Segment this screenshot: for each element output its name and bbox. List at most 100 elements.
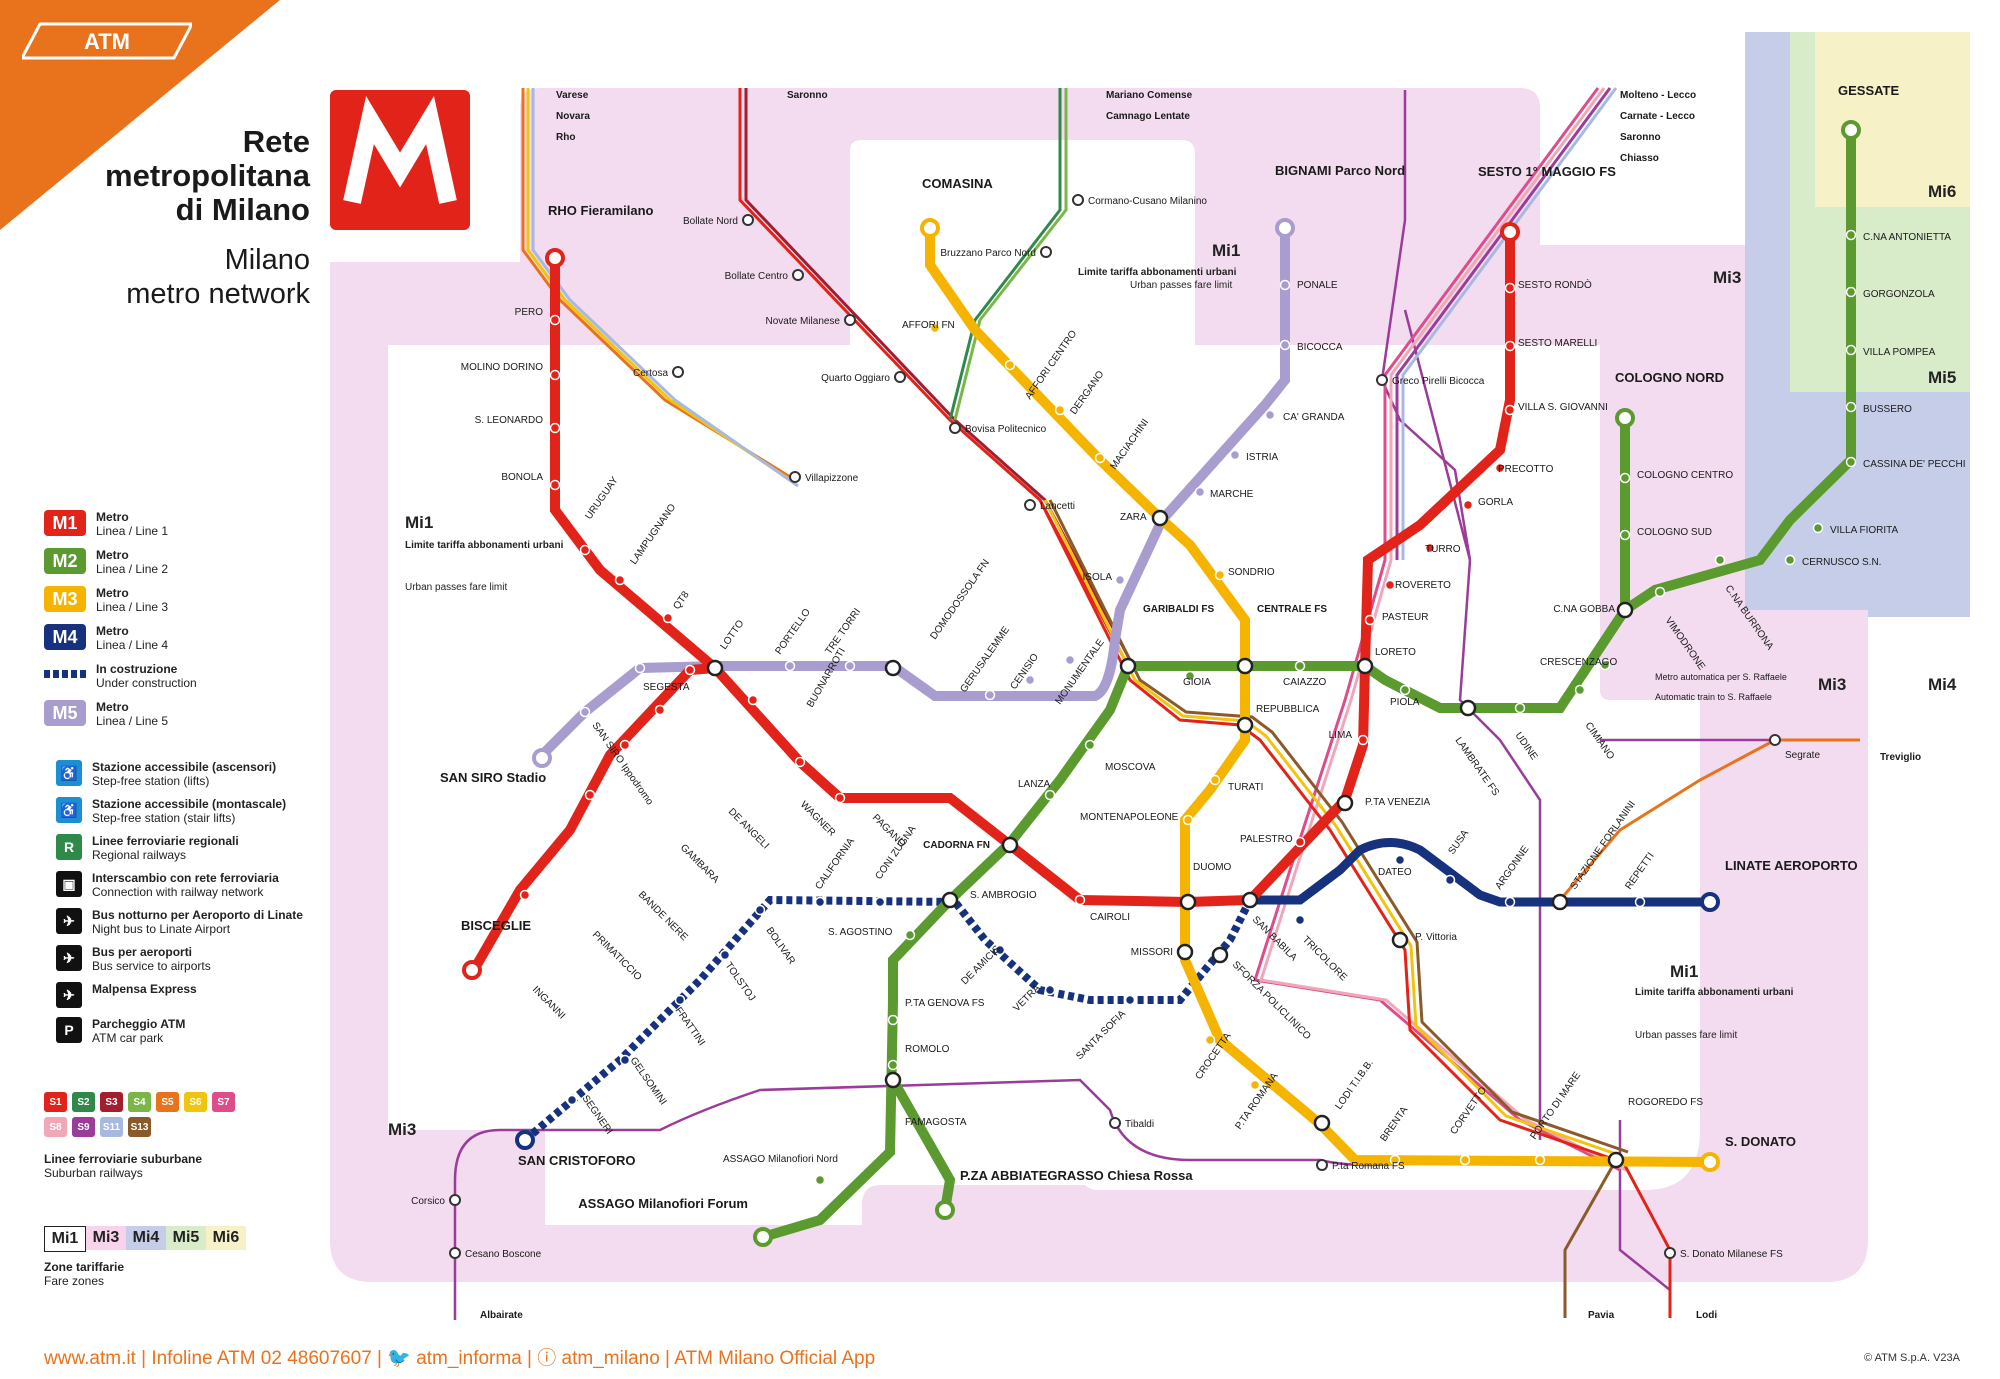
station-label-ponale[interactable]: PONALE — [1297, 280, 1338, 291]
rail-terminal-saronno[interactable]: Saronno — [787, 90, 828, 101]
station-label-bruzzano[interactable]: Bruzzano Parco Nord — [940, 248, 1036, 259]
station-dot-marche[interactable] — [1194, 486, 1206, 498]
station-label-montenapoleone[interactable]: MONTENAPOLEONE — [1080, 812, 1179, 823]
station-label-dateo[interactable]: DATEO — [1378, 867, 1412, 878]
station-label-gorgonzola[interactable]: GORGONZOLA — [1863, 289, 1935, 300]
station-label-duomo[interactable]: DUOMO — [1193, 862, 1232, 873]
terminus-assago_forum[interactable] — [753, 1227, 773, 1247]
station-label-turro[interactable]: TURRO — [1425, 544, 1461, 555]
station-label-bisceglie[interactable]: BISCEGLIE — [461, 918, 531, 933]
station-dot-rovereto[interactable] — [1384, 579, 1396, 591]
station-dot-portello[interactable] — [784, 660, 796, 672]
station-label-cormano[interactable]: Cormano-Cusano Milanino — [1088, 196, 1207, 207]
interchange-zara[interactable] — [1151, 509, 1169, 527]
station-dot-istria[interactable] — [1229, 449, 1241, 461]
station-dot-montenapoleone[interactable] — [1182, 814, 1194, 826]
station-dot-uruguay[interactable] — [579, 544, 591, 556]
terminus-s_donato[interactable] — [1700, 1152, 1720, 1172]
station-dot-de_angeli[interactable] — [684, 664, 696, 676]
station-label-cna_gobba[interactable]: C.NA GOBBA — [1553, 604, 1615, 615]
station-label-sesto_rondo[interactable]: SESTO RONDÒ — [1518, 278, 1592, 291]
station-dot-dergano[interactable] — [1054, 404, 1066, 416]
station-label-sesto_fs[interactable]: SESTO 1° MAGGIO FS — [1478, 164, 1616, 179]
station-label-cadorna[interactable]: CADORNA FN — [923, 840, 990, 851]
station-dot-maciachini[interactable] — [1094, 452, 1106, 464]
station-dot-bicocca[interactable] — [1279, 339, 1291, 351]
station-dot-cairoli[interactable] — [1074, 894, 1086, 906]
station-dot-tre_torri[interactable] — [844, 660, 856, 672]
terminus-linate[interactable] — [1700, 892, 1720, 912]
station-label-pero[interactable]: PERO — [515, 307, 544, 318]
station-dot-cologno_centro[interactable] — [1619, 472, 1631, 484]
station-label-quarto_oggiaro[interactable]: Quarto Oggiaro — [821, 373, 890, 384]
station-dot-sondrio[interactable] — [1214, 569, 1226, 581]
station-dot-segneri[interactable] — [566, 1094, 578, 1106]
station-dot-santa_sofia[interactable] — [1124, 994, 1136, 1006]
station-dot-precotto[interactable] — [1494, 462, 1506, 474]
station-label-caiazzo[interactable]: CAIAZZO — [1283, 677, 1327, 688]
rail-terminal-molteno[interactable]: Molteno - Lecco — [1620, 90, 1696, 101]
station-dot-cenisio[interactable] — [1024, 674, 1036, 686]
station-dot-porta_romana[interactable] — [1249, 1079, 1261, 1091]
rail-station-quarto_oggiaro[interactable] — [894, 371, 906, 383]
interchange-cadorna[interactable] — [1001, 836, 1019, 854]
station-dot-bussero[interactable] — [1845, 401, 1857, 413]
station-label-certosa[interactable]: Certosa — [633, 368, 668, 379]
station-dot-cna_burrona[interactable] — [1714, 554, 1726, 566]
station-dot-coni_zugna[interactable] — [874, 896, 886, 908]
station-label-comasina[interactable]: COMASINA — [922, 176, 993, 191]
station-dot-turro[interactable] — [1424, 542, 1436, 554]
station-dot-assago_nord[interactable] — [814, 1174, 826, 1186]
terminus-comasina[interactable] — [920, 218, 940, 238]
interchange-repubblica[interactable] — [1236, 716, 1254, 734]
station-label-precotto[interactable]: PRECOTTO — [1498, 464, 1554, 475]
station-label-istria[interactable]: ISTRIA — [1246, 452, 1279, 463]
station-dot-lanza[interactable] — [1044, 789, 1056, 801]
station-label-s_ambrogio[interactable]: S. AMBROGIO — [970, 890, 1037, 901]
station-label-p_romana_fs[interactable]: P.ta Romana FS — [1332, 1161, 1405, 1172]
station-label-cassina[interactable]: CASSINA DE' PECCHI — [1863, 459, 1966, 470]
station-dot-frattini[interactable] — [674, 994, 686, 1006]
rail-station-tibaldi[interactable] — [1109, 1117, 1121, 1129]
station-label-garibaldi[interactable]: GARIBALDI FS — [1143, 604, 1214, 615]
footer-links[interactable]: www.atm.it | Infoline ATM 02 48607607 | … — [44, 1348, 876, 1369]
terminus-san_cristoforo[interactable] — [515, 1130, 535, 1150]
rail-terminal-novara[interactable]: Novara — [556, 111, 590, 122]
rail-terminal-varese[interactable]: Varese — [556, 90, 589, 101]
station-dot-vetra[interactable] — [1044, 984, 1056, 996]
rail-station-cesano[interactable] — [449, 1247, 461, 1259]
station-dot-california[interactable] — [814, 896, 826, 908]
station-label-crescenzago[interactable]: CRESCENZAGO — [1540, 657, 1617, 668]
interchange-centrale[interactable] — [1236, 657, 1254, 675]
interchange-rogoredo[interactable] — [1607, 1151, 1625, 1169]
station-label-tibaldi[interactable]: Tibaldi — [1125, 1119, 1154, 1130]
station-label-bollate_centro[interactable]: Bollate Centro — [725, 271, 789, 282]
station-label-assago_nord[interactable]: ASSAGO Milanofiori Nord — [723, 1154, 838, 1165]
station-label-cologno_nord[interactable]: COLOGNO NORD — [1615, 370, 1724, 385]
station-label-lanza[interactable]: LANZA — [1018, 779, 1051, 790]
station-dot-tolstoj[interactable] — [719, 949, 731, 961]
station-label-loreto[interactable]: LORETO — [1375, 647, 1416, 658]
station-dot-palestro[interactable] — [1294, 836, 1306, 848]
rail-station-s_donato_fs[interactable] — [1664, 1247, 1676, 1259]
station-dot-vimodrone[interactable] — [1654, 586, 1666, 598]
station-label-villa_fiorita[interactable]: VILLA FIORITA — [1830, 525, 1898, 536]
station-dot-brenta[interactable] — [1389, 1154, 1401, 1166]
station-dot-piola[interactable] — [1399, 684, 1411, 696]
interchange-sanbabila[interactable] — [1241, 891, 1259, 909]
station-label-gorla[interactable]: GORLA — [1478, 497, 1513, 508]
station-dot-romolo[interactable] — [887, 1059, 899, 1071]
station-label-cologno_centro[interactable]: COLOGNO CENTRO — [1637, 470, 1733, 481]
station-dot-monumentale[interactable] — [1064, 654, 1076, 666]
interchange-famagosta[interactable] — [884, 1071, 902, 1089]
station-label-gioia[interactable]: GIOIA — [1183, 677, 1211, 688]
interchange-missori[interactable] — [1176, 943, 1194, 961]
interchange-lotto[interactable] — [706, 659, 724, 677]
station-label-villa_pompea[interactable]: VILLA POMPEA — [1863, 347, 1936, 358]
station-dot-villa_sg[interactable] — [1504, 404, 1516, 416]
station-label-bollate_nord[interactable]: Bollate Nord — [683, 216, 738, 227]
station-label-repubblica[interactable]: REPUBBLICA — [1256, 704, 1320, 715]
station-label-linate[interactable]: LINATE AEROPORTO — [1725, 858, 1858, 873]
rail-station-segrate[interactable] — [1769, 734, 1781, 746]
rail-station-cormano[interactable] — [1072, 194, 1084, 206]
